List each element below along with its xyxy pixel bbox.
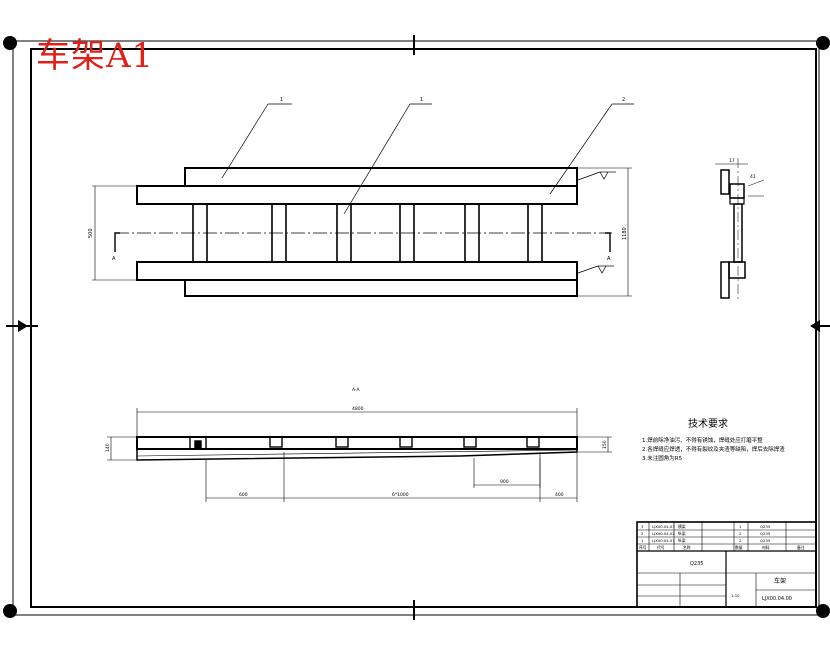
header-qty: 数量 <box>735 545 743 550</box>
section-view-labels: A-A 4800 140 150 600 6*1000 400 900 <box>105 387 608 498</box>
header-material: 材料 <box>762 545 770 550</box>
section-view <box>107 408 612 502</box>
section-view-label: A-A <box>352 387 361 393</box>
dim-bottom-sub: 900 <box>500 479 509 485</box>
part-row-1-code: LJX00.04.03 <box>652 524 675 529</box>
part-row-2-qty: 2 <box>739 531 742 536</box>
tech-requirement-item: 1.焊前除净油污、不得有锈蚀，焊缝处应打磨平整 <box>642 438 763 444</box>
header-remark: 备注 <box>797 545 805 550</box>
part-row-1-no: 3 <box>641 524 644 529</box>
section-cut-left <box>114 232 120 252</box>
leader-1b <box>343 103 411 215</box>
orientation-mark-right <box>810 320 820 332</box>
title-block-material: Q235 <box>690 561 703 567</box>
section-brackets <box>189 436 540 450</box>
dim-section-right: 150 <box>602 440 608 449</box>
weld-symbols <box>577 171 616 274</box>
title-block-text: 3 LJX00.04.03 横梁 1 Q235 2 LJX00.04.02 纵梁… <box>639 524 805 602</box>
header-code: 代号 <box>657 545 665 550</box>
dim-section-height: 140 <box>105 443 111 452</box>
section-cut-right <box>605 232 611 252</box>
dim-side-top: 17 <box>729 158 735 164</box>
outer-rail-bottom <box>184 279 578 297</box>
tech-requirement-item: 2.各焊缝应焊透，不得有裂纹及夹渣等缺陷，焊后去除焊渣 <box>642 447 785 453</box>
dim-section-overall: 4800 <box>352 406 364 412</box>
tech-requirements-title: 技术要求 <box>688 419 728 430</box>
section-mark-right: A <box>607 256 611 262</box>
dim-bottom-middle: 6*1000 <box>392 492 409 498</box>
corner-marks <box>3 36 830 618</box>
dim-bottom-right: 400 <box>555 492 564 498</box>
header-name: 名称 <box>683 545 691 550</box>
balloon-1b: 1 <box>420 97 423 103</box>
top-view-labels: 1 1 2 A A 500 1180 <box>88 97 628 262</box>
orientation-mark-left <box>18 320 28 332</box>
part-row-1-name: 横梁 <box>678 524 686 529</box>
part-row-3-material: Q235 <box>760 538 771 543</box>
section-mark-left: A <box>112 256 116 262</box>
sheet-outer-border <box>12 40 820 616</box>
part-row-3-name: 纵梁 <box>678 538 686 543</box>
part-row-3-code: LJX00.04.01 <box>652 538 675 543</box>
leader-2 <box>549 103 613 195</box>
part-row-3-no: 1 <box>641 538 644 543</box>
leader-1a <box>221 103 269 179</box>
part-row-2-no: 2 <box>641 531 644 536</box>
tech-requirement-item: 3.未注圆角为R5 <box>642 456 683 462</box>
sheet-inner-frame <box>30 48 817 608</box>
part-row-3-qty: 2 <box>739 538 742 543</box>
centering-marks <box>6 35 830 620</box>
inner-rail-top <box>136 185 578 205</box>
top-view <box>92 103 634 297</box>
dim-bottom-left: 600 <box>239 492 248 498</box>
part-row-2-code: LJX00.04.02 <box>652 531 675 536</box>
part-row-1-qty: 1 <box>739 524 742 529</box>
title-block <box>636 521 817 608</box>
title-block-drawing-no: LJX00.04.00 <box>762 596 792 602</box>
dim-top-right: 1180 <box>622 227 628 240</box>
part-row-2-material: Q235 <box>760 531 771 536</box>
part-row-2-name: 纵梁 <box>678 531 686 536</box>
title-block-scale: 1:10 <box>731 593 740 598</box>
outer-rail-top <box>184 167 578 187</box>
side-view-labels: 17 41 <box>729 158 756 180</box>
header-no: 序号 <box>639 545 647 550</box>
dim-top-left: 500 <box>88 228 94 238</box>
balloon-2: 2 <box>622 97 625 103</box>
watermark-title: 车架A1 <box>36 36 155 76</box>
side-view <box>715 158 765 300</box>
tech-requirements-list: 1.焊前除净油污、不得有锈蚀，焊缝处应打磨平整 2.各焊缝应焊透，不得有裂纹及夹… <box>642 437 820 464</box>
balloon-1a: 1 <box>280 97 283 103</box>
title-block-drawing-name: 车架 <box>774 577 786 585</box>
part-row-1-material: Q235 <box>760 524 771 529</box>
inner-rail-bottom <box>136 261 578 281</box>
dim-side-right: 41 <box>750 174 756 180</box>
